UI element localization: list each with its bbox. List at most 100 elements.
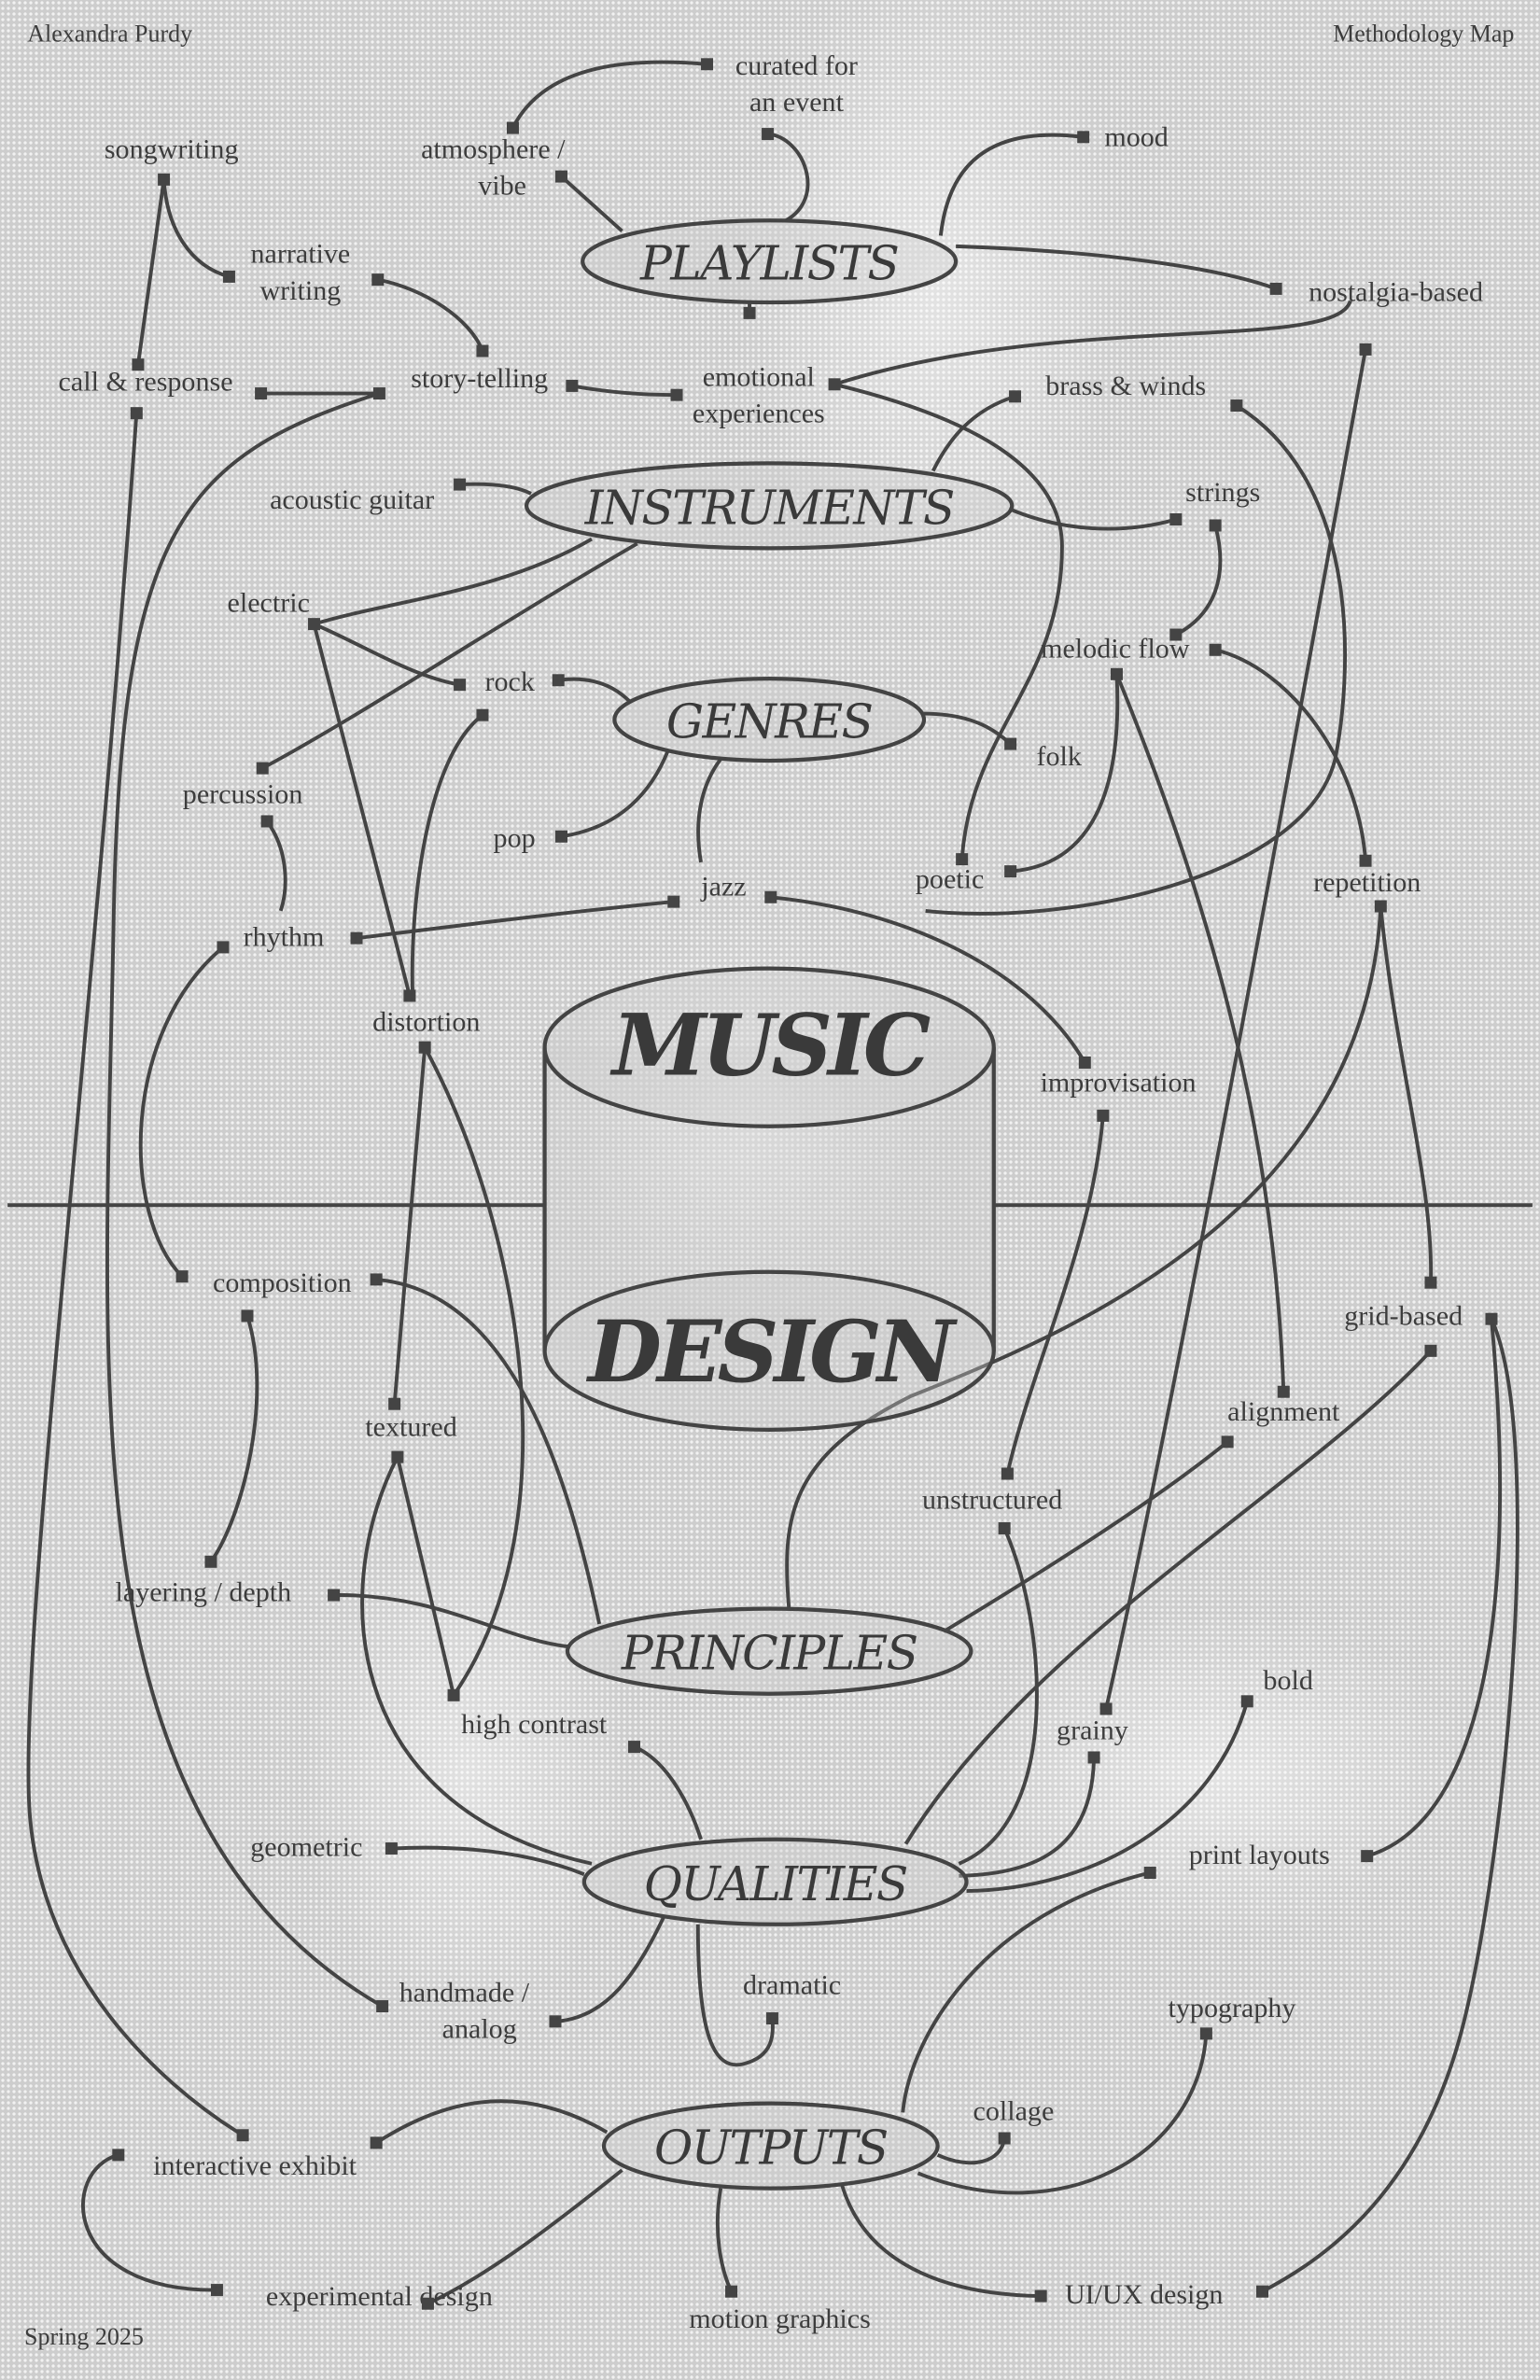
connector-anchor: [158, 173, 171, 186]
node-emotional-line2[interactable]: experiences: [693, 397, 825, 428]
node-experimental[interactable]: experimental design: [266, 2280, 493, 2312]
node-layering[interactable]: layering / depth: [115, 1576, 291, 1608]
connector-anchor: [670, 388, 683, 401]
hub-principles[interactable]: [565, 1606, 973, 1696]
node-geometric[interactable]: geometric: [250, 1831, 362, 1863]
hub-instruments[interactable]: [524, 461, 1015, 551]
hub-outputs[interactable]: [601, 2101, 940, 2191]
connector-anchor: [1361, 1850, 1374, 1863]
connector-anchor: [1256, 2285, 1269, 2298]
connector-anchor: [421, 2297, 434, 2310]
connector-anchor: [1169, 628, 1183, 641]
node-handmade[interactable]: handmade /: [399, 1977, 530, 2009]
node-alignment[interactable]: alignment: [1227, 1395, 1340, 1427]
connector-anchor: [210, 2284, 223, 2297]
connector-anchor: [1359, 854, 1372, 867]
node-improvisation[interactable]: improvisation: [1041, 1066, 1197, 1098]
connector-anchor: [204, 1555, 217, 1568]
node-high-contrast[interactable]: high contrast: [461, 1708, 608, 1740]
hub-playlists-label: PLAYLISTS: [639, 236, 898, 291]
node-curated-line2[interactable]: an event: [749, 86, 845, 118]
connector-anchor: [554, 830, 567, 843]
connectors: [26, 60, 1519, 2305]
connector-anchor: [236, 2129, 249, 2142]
connector-anchor: [764, 890, 777, 903]
node-melodic[interactable]: melodic flow: [1041, 632, 1190, 664]
node-songwriting[interactable]: songwriting: [105, 133, 239, 165]
connector-anchor: [701, 58, 714, 71]
node-strings[interactable]: strings: [1185, 476, 1260, 508]
connector-anchor: [1199, 2027, 1212, 2040]
node-electric[interactable]: electric: [228, 587, 310, 619]
node-percussion[interactable]: percussion: [183, 777, 303, 809]
connector-anchor: [828, 378, 841, 391]
node-interactive[interactable]: interactive exhibit: [153, 2149, 357, 2181]
connector-anchor: [222, 270, 235, 283]
node-bold[interactable]: bold: [1263, 1664, 1312, 1696]
node-composition[interactable]: composition: [213, 1267, 352, 1298]
music-design-cylinder: MUSIC DESIGN: [542, 966, 996, 1432]
node-grid[interactable]: grid-based: [1344, 1300, 1463, 1332]
connector-anchor: [1240, 1695, 1253, 1708]
node-rock[interactable]: rock: [484, 665, 535, 697]
connector-anchor: [385, 1842, 398, 1855]
node-repetition[interactable]: repetition: [1313, 866, 1421, 898]
connector-anchor: [765, 2012, 778, 2025]
connector-anchor: [454, 478, 467, 491]
connector-anchor: [628, 1741, 641, 1754]
node-narrative-line2[interactable]: writing: [259, 274, 341, 306]
hub-instruments-label: INSTRUMENTS: [584, 480, 954, 535]
node-grainy[interactable]: grainy: [1057, 1714, 1128, 1745]
node-folk[interactable]: folk: [1036, 740, 1082, 772]
node-motion[interactable]: motion graphics: [689, 2303, 871, 2334]
node-narrative[interactable]: narrative: [250, 238, 350, 270]
connector-anchor: [476, 708, 489, 721]
node-distortion[interactable]: distortion: [372, 1005, 480, 1037]
hub-qualities[interactable]: [581, 1837, 969, 1926]
node-poetic[interactable]: poetic: [916, 863, 984, 895]
connector-anchor: [1485, 1312, 1498, 1325]
connector-anchor: [725, 2285, 738, 2298]
node-atmosphere-line2[interactable]: vibe: [478, 170, 526, 202]
node-atmosphere[interactable]: atmosphere /: [421, 133, 566, 165]
node-uiux[interactable]: UI/UX design: [1065, 2278, 1224, 2310]
connector-anchor: [506, 121, 519, 134]
connector-anchor: [743, 306, 756, 319]
map-title: Methodology Map: [1333, 20, 1514, 47]
connector-anchor: [554, 170, 567, 183]
node-jazz[interactable]: jazz: [700, 871, 746, 903]
node-emotional[interactable]: emotional: [703, 360, 815, 392]
connector-anchor: [371, 273, 385, 287]
hub-genres[interactable]: [612, 677, 927, 763]
design-label: DESIGN: [585, 1303, 959, 1402]
connector-anchor: [1277, 1385, 1290, 1398]
connector-anchor: [1078, 1056, 1091, 1069]
node-curated[interactable]: curated for: [735, 49, 858, 81]
connector-anchor: [549, 2015, 562, 2028]
hub-playlists[interactable]: [581, 218, 959, 305]
node-handmade-line2[interactable]: analog: [442, 2013, 517, 2045]
node-acoustic[interactable]: acoustic guitar: [270, 483, 434, 515]
connector-anchor: [454, 679, 467, 692]
node-typography[interactable]: typography: [1169, 1992, 1296, 2023]
node-call-response[interactable]: call & response: [59, 365, 233, 397]
node-nostalgia[interactable]: nostalgia-based: [1309, 275, 1483, 307]
node-pop[interactable]: pop: [494, 822, 536, 854]
node-unstructured[interactable]: unstructured: [922, 1483, 1062, 1515]
node-print[interactable]: print layouts: [1189, 1839, 1330, 1870]
connector-anchor: [217, 941, 230, 954]
node-dramatic[interactable]: dramatic: [743, 1969, 841, 2001]
node-textured[interactable]: textured: [365, 1410, 457, 1442]
term-label: Spring 2025: [24, 2323, 144, 2350]
node-brass[interactable]: brass & winds: [1045, 370, 1206, 401]
connector-anchor: [1143, 1867, 1156, 1880]
connector-anchor: [418, 1041, 431, 1054]
connector-anchor: [350, 931, 363, 945]
node-mood[interactable]: mood: [1104, 121, 1168, 153]
connector-anchor: [1110, 667, 1123, 680]
connector-anchor: [372, 387, 385, 400]
node-story-telling[interactable]: story-telling: [411, 362, 548, 394]
node-collage[interactable]: collage: [973, 2095, 1055, 2127]
node-rhythm[interactable]: rhythm: [244, 920, 325, 952]
connector-anchor: [370, 2136, 383, 2149]
